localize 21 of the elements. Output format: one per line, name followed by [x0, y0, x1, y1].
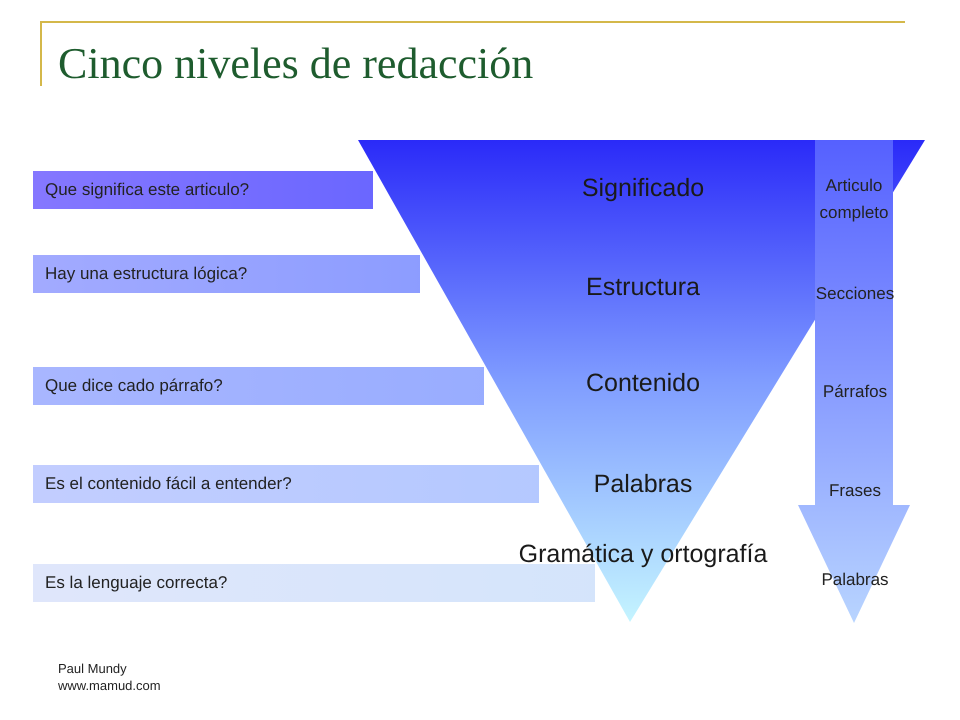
- question-bar: [33, 367, 484, 405]
- question-text: Es el contenido fácil a entender?: [45, 474, 292, 494]
- level-unit-label: Palabras: [820, 569, 890, 591]
- level-name: Gramática y ortografía: [518, 540, 768, 569]
- question-bar: [33, 255, 420, 293]
- question-text: Que dice cado párrafo?: [45, 376, 223, 396]
- slide-title: Cinco niveles de redacción: [58, 38, 534, 89]
- credit-text: Paul Mundy: [58, 661, 127, 676]
- question-text: Es la lenguaje correcta?: [45, 573, 228, 593]
- level-name: Significado: [580, 174, 706, 203]
- question-bar: [33, 564, 595, 602]
- level-unit-label: Frases: [828, 480, 882, 502]
- credit-text: www.mamud.com: [58, 678, 161, 693]
- level-unit-label: Articulo completo: [818, 175, 890, 224]
- question-bar: [33, 465, 539, 503]
- level-name: Palabras: [592, 470, 694, 499]
- question-text: Que significa este articulo?: [45, 180, 250, 200]
- level-unit-label: Párrafos: [822, 381, 888, 403]
- level-name: Contenido: [585, 369, 701, 398]
- question-bar: [33, 171, 373, 209]
- question-text: Hay una estructura lógica?: [45, 264, 248, 284]
